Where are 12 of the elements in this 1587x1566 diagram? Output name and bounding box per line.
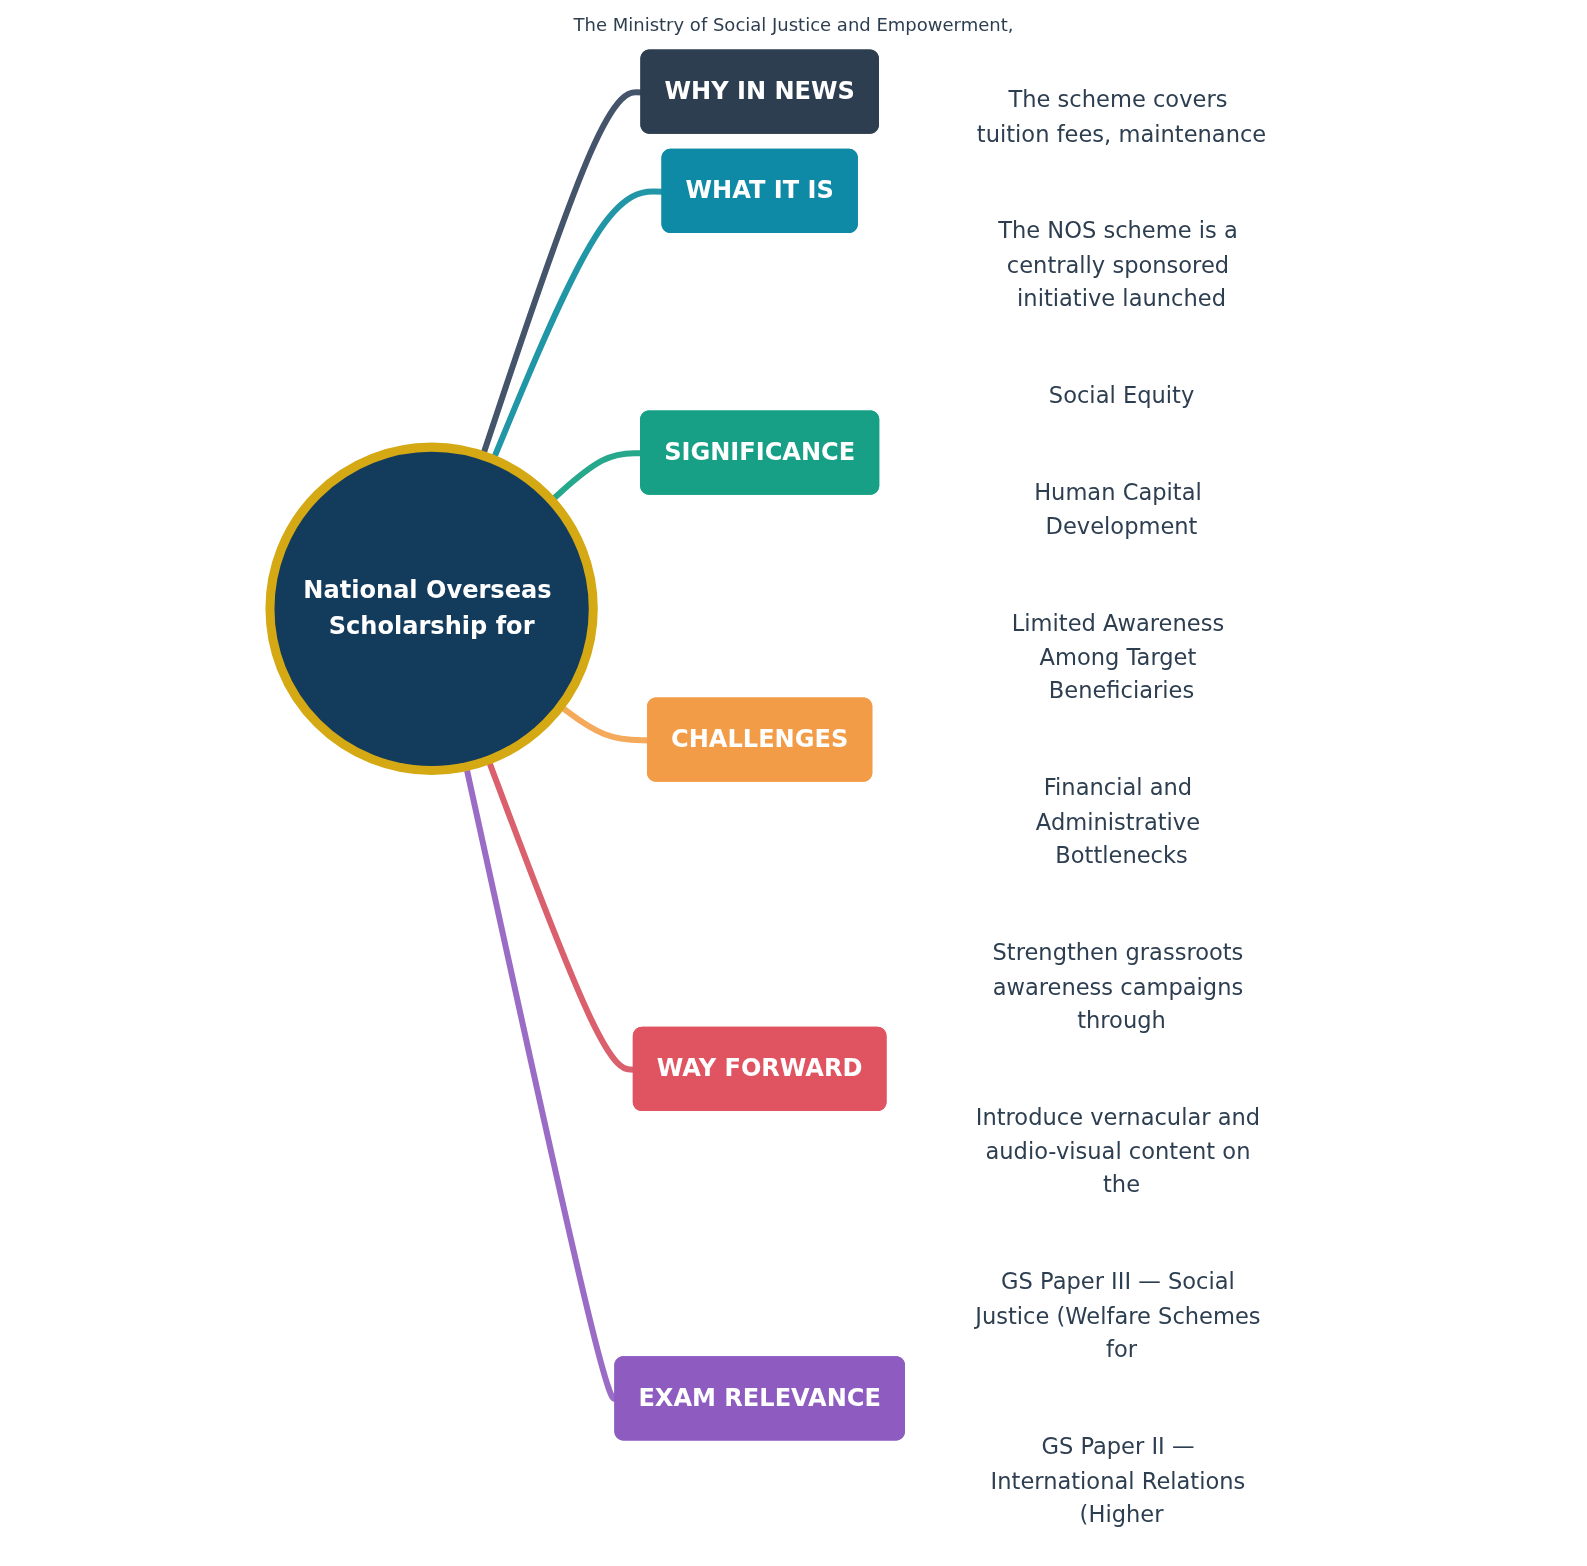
node-label: GS Paper III — Social Justice (Welfare Schemes for [975,1268,1261,1363]
node-circle: National Overseas Scholarship for [265,442,598,775]
node-label: GS Paper II — International Relations (Higher [990,1432,1246,1528]
node-label: Financial and Administrative Bottlenecks [1035,774,1201,869]
node-label: Human Capital Development [1034,478,1202,540]
note-text: The Ministry of Social Justice and Empowerment, [573,14,1014,35]
node-label: Social Equity [1048,381,1195,409]
node-label: The scheme covers tuition fees, maintenance [976,86,1267,148]
node-label: Limited Awareness Among Target Beneficiaries [1011,609,1225,705]
node-label: The NOS scheme is a centrally sponsored initiative launched [998,217,1238,312]
node-label: Strengthen grassroots awareness campaigns through [992,938,1244,1034]
node-label: Introduce vernacular and audio-visual content on the [975,1103,1261,1199]
